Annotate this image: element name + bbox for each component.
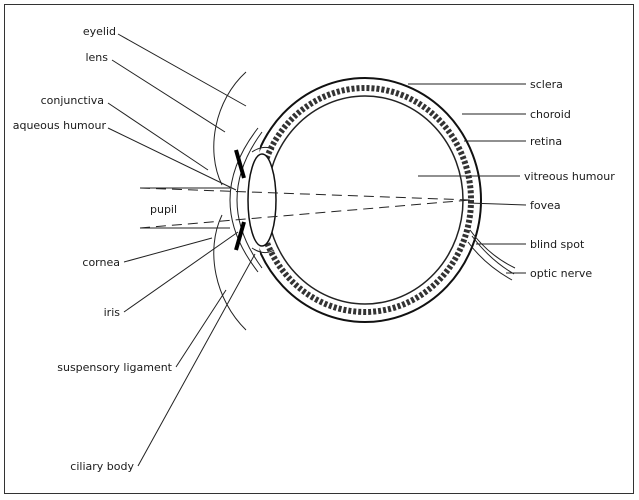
pupil-line-top: [140, 188, 470, 200]
pupil-line-bottom: [140, 200, 470, 228]
lens-shape: [248, 154, 276, 246]
label-suspensory-ligament: suspensory ligament: [57, 361, 172, 374]
label-choroid: choroid: [530, 108, 571, 121]
label-pupil: pupil: [150, 203, 177, 216]
label-fovea: fovea: [530, 199, 561, 212]
label-eyelid: eyelid: [83, 25, 116, 38]
label-cornea: cornea: [82, 256, 120, 269]
label-vitreous-humour: vitreous humour: [524, 170, 615, 183]
label-sclera: sclera: [530, 78, 563, 91]
label-iris: iris: [104, 306, 121, 319]
retina-layer: [267, 96, 463, 304]
label-retina: retina: [530, 135, 562, 148]
label-lens: lens: [85, 51, 108, 64]
label-optic-nerve: optic nerve: [530, 267, 592, 280]
label-ciliary-body: ciliary body: [70, 460, 134, 473]
label-blind-spot: blind spot: [530, 238, 585, 251]
label-aqueous-humour: aqueous humour: [13, 119, 107, 132]
sclera-outer: [249, 78, 481, 322]
label-conjunctiva: conjunctiva: [41, 94, 104, 107]
choroid-band: [259, 88, 471, 312]
